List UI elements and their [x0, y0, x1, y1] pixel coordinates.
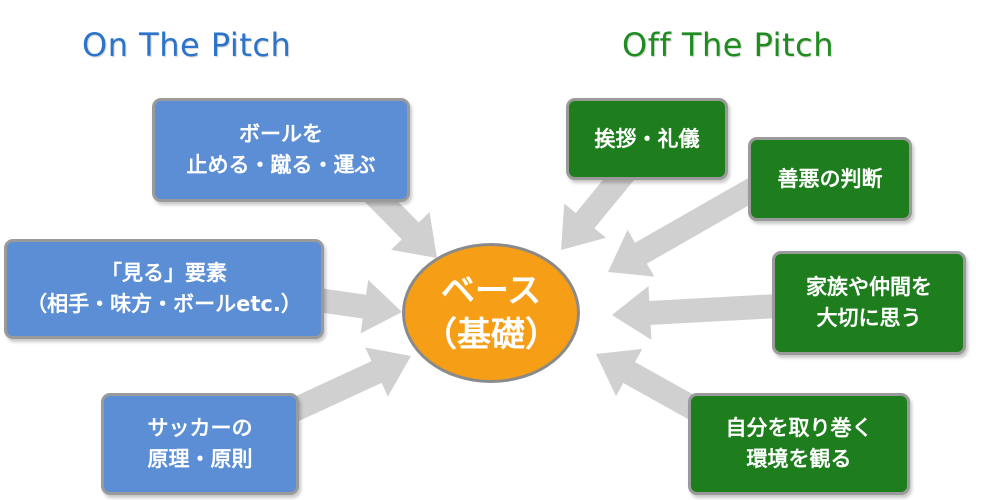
greetings-manners-box: 挨拶・礼儀: [566, 98, 728, 180]
value-family-friends-line2: 大切に思う: [816, 306, 922, 330]
arrow-right-2: [608, 177, 761, 277]
soccer-principles-box: サッカーの 原理・原則: [101, 393, 299, 495]
soccer-principles-line1: サッカーの: [147, 416, 253, 440]
arrow-left-bottom: [285, 347, 411, 423]
seeing-elements-box: 「見る」要素 （相手・味方・ボールetc.）: [4, 239, 324, 339]
base-label: ベース: [440, 271, 542, 311]
foundation-label: （基礎）: [423, 315, 559, 355]
off-the-pitch-heading: Off The Pitch: [622, 26, 834, 64]
seeing-elements-line2: （相手・味方・ボールetc.）: [26, 292, 302, 316]
greetings-manners-label: 挨拶・礼儀: [594, 126, 700, 151]
arrow-left-middle: [316, 279, 402, 334]
value-family-friends-box: 家族や仲間を 大切に思う: [772, 251, 966, 355]
observe-environment-line1: 自分を取り巻く: [725, 416, 873, 440]
right-and-wrong-label: 善悪の判断: [777, 166, 883, 191]
on-the-pitch-heading: On The Pitch: [82, 26, 292, 64]
arrow-right-3: [612, 286, 779, 340]
value-family-friends-line1: 家族や仲間を: [806, 275, 932, 299]
observe-environment-box: 自分を取り巻く 環境を観る: [688, 393, 910, 495]
arrow-right-1: [561, 158, 640, 250]
ball-control-line1: ボールを: [239, 122, 323, 146]
ball-control-box: ボールを 止める・蹴る・運ぶ: [152, 98, 410, 202]
right-and-wrong-box: 善悪の判断: [748, 137, 912, 221]
ball-control-line2: 止める・蹴る・運ぶ: [186, 153, 376, 177]
arrow-right-4: [596, 348, 706, 423]
observe-environment-line2: 環境を観る: [746, 447, 852, 471]
base-foundation-ellipse: ベース （基礎）: [402, 243, 580, 383]
seeing-elements-line1: 「見る」要素: [101, 261, 227, 285]
soccer-principles-line2: 原理・原則: [147, 447, 253, 471]
